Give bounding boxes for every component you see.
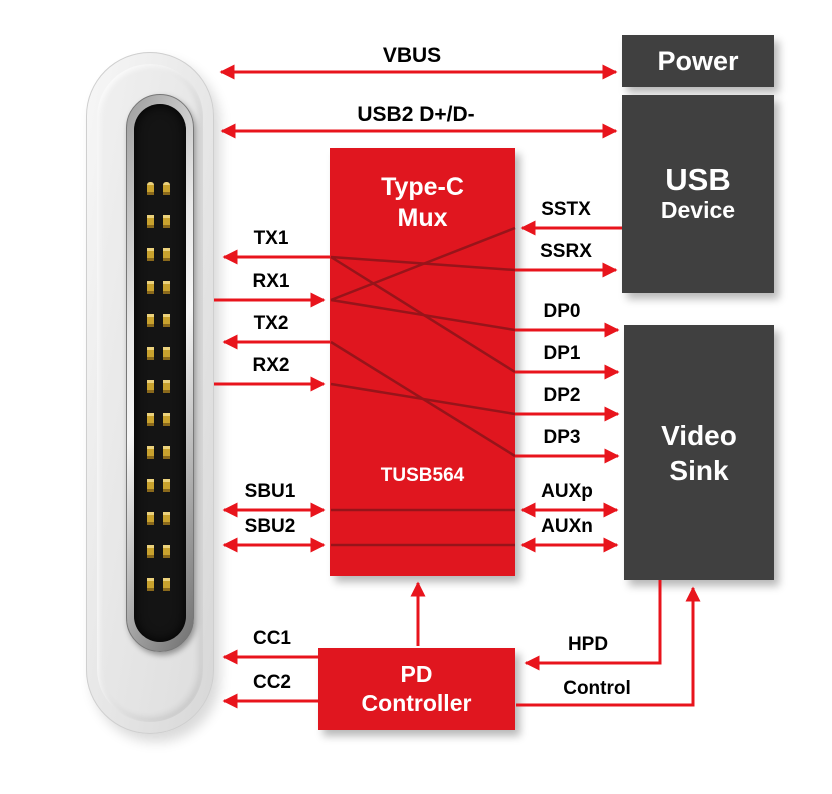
mux-title-line2: Mux [397, 204, 448, 233]
pd-controller-block: PD Controller [318, 648, 515, 730]
power-label: Power [657, 45, 739, 76]
mux-title-line1: Type-C [381, 173, 464, 201]
signal-label-cc2: CC2 [252, 672, 292, 693]
signal-label-control: Control [563, 678, 631, 699]
signal-label-sbu1: SBU1 [244, 481, 296, 502]
pd-label-line1: PD [400, 661, 433, 688]
usb-device-label-line2: Device [660, 197, 736, 224]
signal-label-tx2: TX2 [253, 313, 289, 334]
usb-device-block: USB Device [622, 95, 774, 293]
usb-device-label-line1: USB [665, 162, 731, 198]
power-block: Power [622, 35, 774, 87]
signal-label-dp3: DP3 [543, 427, 581, 448]
connector-pin-column-left [147, 182, 154, 610]
video-sink-block: Video Sink [624, 325, 774, 580]
signal-label-dp0: DP0 [543, 301, 581, 322]
signal-label-rx1: RX1 [252, 271, 290, 292]
signal-label-ssrx: SSRX [540, 241, 592, 262]
signal-label-auxp: AUXp [541, 481, 593, 502]
signal-label-sstx: SSTX [541, 199, 591, 220]
connector-receptacle-slot [134, 104, 186, 642]
signal-label-vbus: VBUS [382, 44, 442, 67]
signal-label-sbu2: SBU2 [244, 516, 296, 537]
type-c-mux-block: Type-C Mux TUSB564 [330, 148, 515, 576]
connector-pin-column-right [163, 182, 170, 610]
signal-label-cc1: CC1 [252, 628, 292, 649]
signal-label-dp2: DP2 [543, 385, 581, 406]
pd-label-line2: Controller [361, 690, 472, 716]
signal-label-hpd: HPD [567, 634, 609, 655]
video-sink-label-line1: Video [661, 419, 737, 451]
signal-label-usb2: USB2 D+/D- [357, 103, 475, 126]
signal-label-auxn: AUXn [541, 516, 593, 537]
signal-label-rx2: RX2 [252, 355, 290, 376]
signal-label-dp1: DP1 [543, 343, 581, 364]
mux-part-number: TUSB564 [380, 465, 465, 486]
video-sink-label-line2: Sink [669, 454, 729, 486]
signal-label-tx1: TX1 [253, 228, 289, 249]
